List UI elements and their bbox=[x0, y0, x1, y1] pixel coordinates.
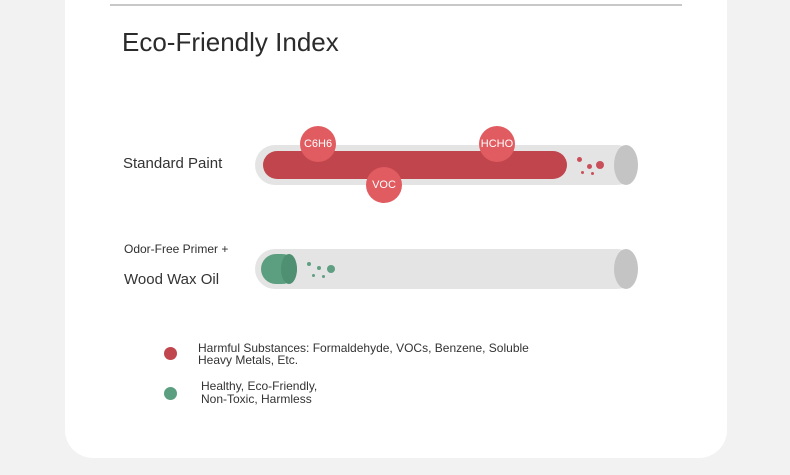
harmful-particle bbox=[581, 171, 584, 174]
harmful-particle bbox=[591, 172, 594, 175]
healthy-particle bbox=[317, 266, 321, 270]
legend-harmful-line1: Harmful Substances: Formaldehyde, VOCs, … bbox=[198, 341, 529, 355]
legend-harmful-dot bbox=[164, 347, 177, 360]
odor-free-tube bbox=[255, 249, 638, 289]
top-divider bbox=[110, 4, 682, 6]
healthy-particle bbox=[312, 274, 315, 277]
harmful-particle bbox=[587, 164, 592, 169]
content-card bbox=[65, 0, 727, 458]
harmful-particle bbox=[596, 161, 604, 169]
harmful-particle bbox=[577, 157, 582, 162]
healthy-particle bbox=[307, 262, 311, 266]
legend-harmful-line2: Heavy Metals, Etc. bbox=[198, 353, 299, 367]
tube-end-cap bbox=[614, 145, 638, 185]
healthy-particle bbox=[327, 265, 335, 273]
odor-free-label-line2: Wood Wax Oil bbox=[124, 271, 220, 288]
legend-healthy-line2: Non-Toxic, Harmless bbox=[201, 392, 312, 406]
badge-voc: VOC bbox=[366, 167, 402, 203]
badge-c6h6: C6H6 bbox=[300, 126, 336, 162]
healthy-particle bbox=[322, 275, 325, 278]
page-title: Eco-Friendly Index bbox=[122, 27, 339, 57]
badge-hcho: HCHO bbox=[479, 126, 515, 162]
legend-healthy-dot bbox=[164, 387, 177, 400]
healthy-fill-bar bbox=[261, 254, 297, 284]
standard-paint-label: Standard Paint bbox=[123, 155, 223, 172]
tube-end-cap bbox=[614, 249, 638, 289]
odor-free-label-line1: Odor-Free Primer + bbox=[124, 242, 229, 256]
legend-healthy-line1: Healthy, Eco-Friendly, bbox=[201, 379, 318, 393]
